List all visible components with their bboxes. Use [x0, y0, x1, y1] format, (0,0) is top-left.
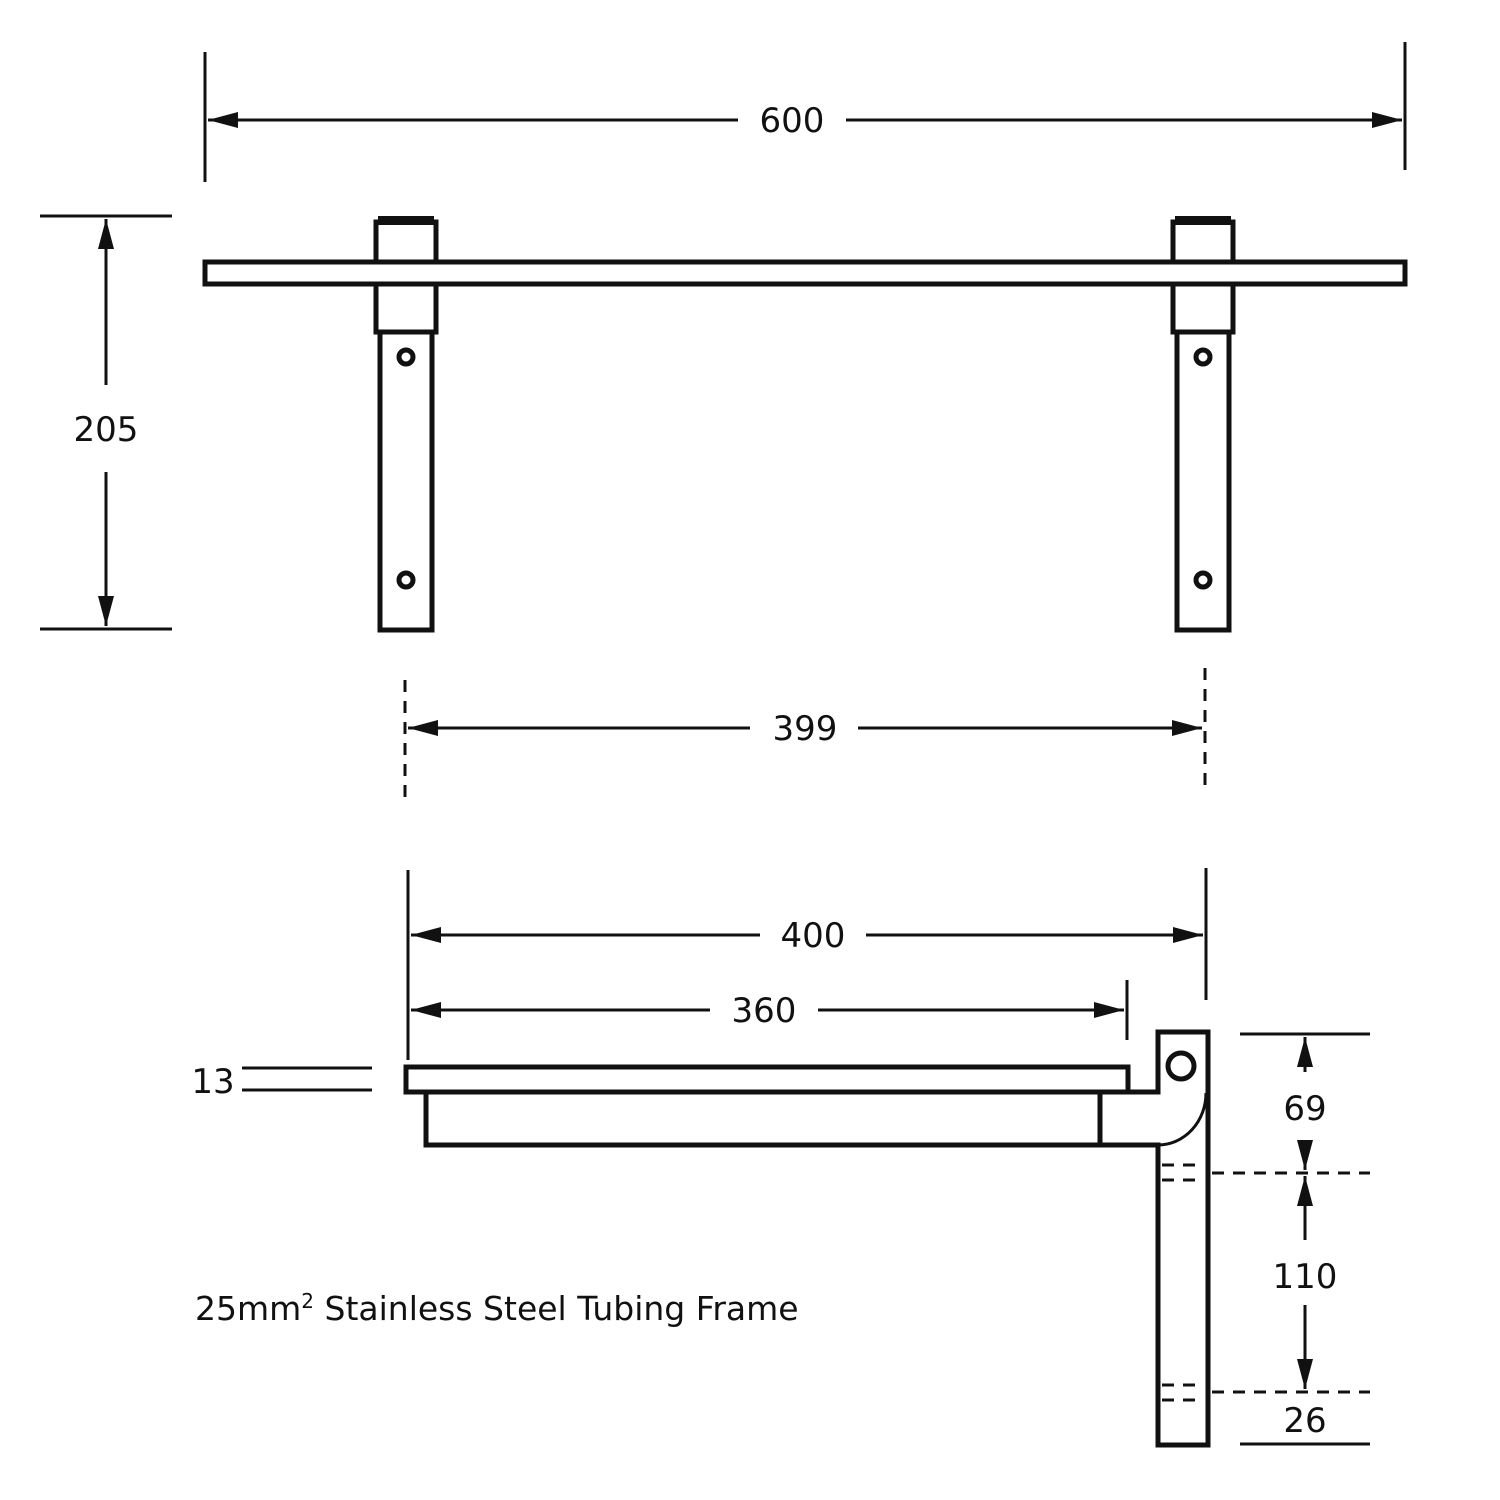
- dimension-height: 205: [40, 214, 172, 631]
- dimension-label-400: 400: [781, 916, 846, 956]
- screw-hole-icon: [1193, 347, 1213, 367]
- dimension-bracket-spacing-front: 399: [403, 668, 1207, 800]
- right-bracket-leg: [1174, 329, 1232, 633]
- dimension-label-205: 205: [74, 410, 139, 450]
- dimension-shelf-depth: 360: [411, 980, 1129, 1040]
- bracket-curve: [1157, 1092, 1208, 1147]
- dimension-bracket-spacing-side: 400: [406, 868, 1208, 1060]
- dimension-label-13: 13: [191, 1062, 234, 1102]
- dimension-label-110: 110: [1273, 1257, 1338, 1297]
- shelf-frame: [423, 1089, 1103, 1148]
- dimension-label-69: 69: [1283, 1089, 1326, 1129]
- screw-hole-icon: [396, 570, 416, 590]
- caption-superscript: 2: [301, 1289, 314, 1313]
- dimension-label-399: 399: [773, 709, 838, 749]
- caption-rest: Stainless Steel Tubing Frame: [314, 1289, 799, 1328]
- dimension-overall-width: 600: [203, 42, 1407, 182]
- screw-hole-icon: [1193, 570, 1213, 590]
- shelf-plate: [403, 1064, 1131, 1095]
- right-cap-top: [1175, 216, 1231, 225]
- dimension-label-26: 26: [1283, 1401, 1326, 1441]
- shelf-top: [202, 259, 1408, 287]
- bracket-side: [1097, 1029, 1211, 1448]
- screw-hole-icon: [396, 347, 416, 367]
- caption-text: 25mm: [195, 1289, 301, 1328]
- dimension-bracket-vertical: 69 110 26: [1212, 1032, 1370, 1446]
- dimension-label-360: 360: [732, 991, 797, 1031]
- pivot-icon: [1165, 1050, 1197, 1082]
- front-view: [202, 216, 1408, 633]
- dimension-label-600: 600: [760, 101, 825, 141]
- left-cap-top: [378, 216, 434, 225]
- caption: 25mm2 Stainless Steel Tubing Frame: [195, 1289, 799, 1328]
- side-view: [403, 1029, 1211, 1448]
- dimension-shelf-thickness: 13: [191, 1062, 372, 1102]
